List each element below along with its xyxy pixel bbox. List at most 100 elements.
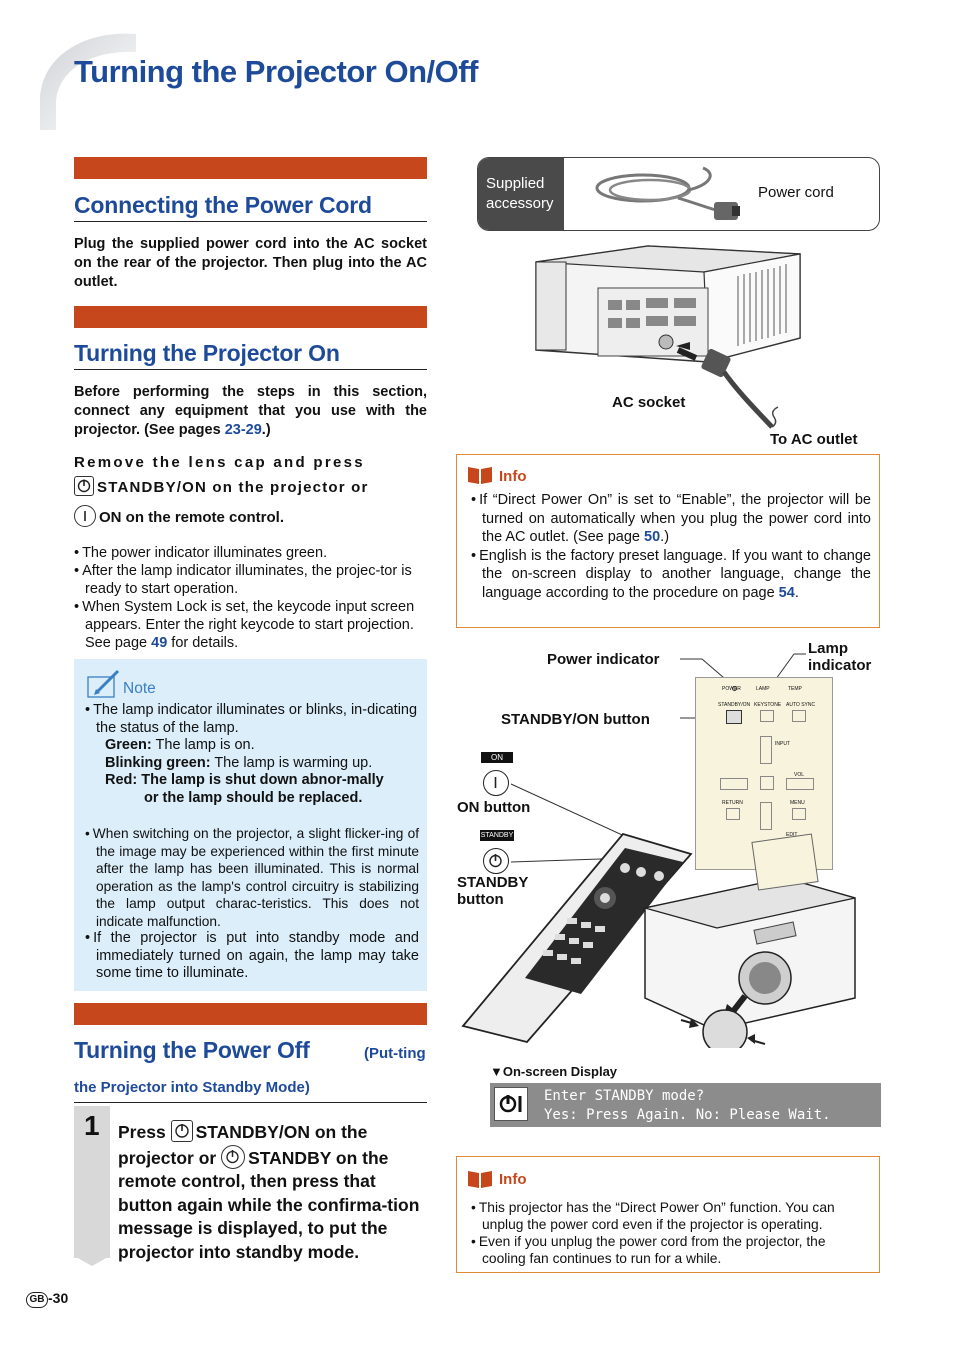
page-link-49[interactable]: 49: [151, 635, 168, 651]
info-title: Info: [499, 1171, 527, 1188]
standby-osd-icon: [494, 1087, 528, 1121]
list-item: If “Direct Power On” is set to “Enable”,…: [471, 491, 871, 547]
osd-message: Enter STANDBY mode? Yes: Press Again. No…: [544, 1087, 831, 1125]
power-off-step-text: Press STANDBY/ON on the projector or STA…: [118, 1120, 420, 1262]
heading-rule: [74, 369, 427, 370]
return-panel-button[interactable]: [726, 808, 740, 820]
power-off-heading: Turning the Power Off: [74, 1037, 310, 1063]
standby-button[interactable]: [483, 848, 509, 874]
step-line-1: Remove the lens cap and press: [74, 454, 365, 471]
on-button-label: ON button: [457, 799, 531, 816]
on-icon: [494, 777, 497, 788]
section-bar: [74, 306, 427, 328]
list-item: Even if you unplug the power cord from t…: [471, 1233, 873, 1267]
on-screen-display: Enter STANDBY mode? Yes: Press Again. No…: [490, 1083, 881, 1127]
info-1-bullets: If “Direct Power On” is set to “Enable”,…: [471, 491, 871, 602]
accessory-item: Power cord: [758, 184, 834, 201]
panel-label-lamp: LAMP: [756, 686, 770, 692]
panel-label-menu: MENU: [790, 800, 805, 806]
osd-line-1: Enter STANDBY mode?: [544, 1088, 705, 1104]
on-button-icon: [74, 505, 96, 527]
note-bullets-2: When switching on the projector, a sligh…: [85, 825, 419, 983]
panel-label-keystone: KEYSTONE: [754, 702, 782, 708]
step-line-3: ON on the remote control.: [74, 505, 427, 530]
remote-and-projector-illustration: [461, 783, 856, 1048]
standby-badge: STANDBY: [480, 830, 514, 841]
heading-rule: [74, 221, 427, 222]
panel-label-power: POWER: [722, 686, 741, 692]
enter-panel-button[interactable]: [760, 776, 774, 790]
info-title: Info: [499, 468, 527, 485]
step-box-tail: [74, 1256, 110, 1266]
book-icon: [468, 1171, 492, 1188]
info-box-1: Info If “Direct Power On” is set to “Ena…: [456, 454, 880, 628]
title-swoosh-decoration: [40, 33, 136, 130]
page-link-23-29[interactable]: 23-29: [224, 422, 262, 438]
on-badge: ON: [481, 752, 513, 763]
projector-rear-illustration: [535, 245, 801, 429]
standby-on-key-icon: [74, 476, 94, 496]
list-item: The lamp indicator illuminates or blinks…: [85, 702, 419, 737]
to-ac-outlet-label: To AC outlet: [770, 431, 858, 448]
heading-rule: [74, 1102, 427, 1103]
note-bullets: The lamp indicator illuminates or blinks…: [85, 702, 419, 737]
up-panel-button[interactable]: [760, 736, 772, 764]
turning-on-intro: Before performing the steps in this sect…: [74, 384, 427, 438]
list-item: After the lamp indicator illuminates, th…: [74, 562, 429, 598]
list-item: The power indicator illuminates green.: [74, 544, 429, 562]
standby-on-key-icon: [170, 1120, 193, 1142]
panel-label-input: INPUT: [775, 741, 790, 747]
auto-sync-panel-button[interactable]: [792, 710, 806, 722]
accessory-label: Supplied accessory: [478, 158, 564, 230]
standby-on-button-label: STANDBY/ON button: [501, 711, 650, 728]
power-off-subheading: (Put-ting the Projector into Standby Mod…: [74, 1045, 426, 1096]
list-item: When System Lock is set, the keycode inp…: [74, 598, 429, 652]
power-indicator-light: [732, 686, 737, 691]
power-off-heading-block: Turning the Power Off: [74, 1037, 427, 1064]
step-number-box: [74, 1106, 110, 1258]
standby-button-label: STANDBY button: [457, 874, 529, 908]
book-icon: [468, 467, 492, 484]
right-panel-button[interactable]: [786, 778, 814, 790]
standby-on-panel-button[interactable]: [726, 710, 742, 724]
info-2-bullets: This projector has the “Direct Power On”…: [471, 1199, 873, 1267]
osd-caption: ▼On-screen Display: [490, 1064, 618, 1079]
lamp-status-list: Green: The lamp is on. Blinking green: T…: [105, 737, 421, 807]
keystone-panel-button[interactable]: [760, 710, 774, 722]
list-item: If the projector is put into standby mod…: [85, 930, 419, 983]
on-button[interactable]: [483, 770, 509, 796]
osd-line-2: Yes: Press Again. No: Please Wait.: [544, 1107, 831, 1123]
panel-label-edit: EDIT: [786, 832, 798, 838]
page-link-50[interactable]: 50: [644, 529, 661, 545]
left-panel-button[interactable]: [720, 778, 748, 790]
lamp-indicator-label: Lamp indicator: [808, 640, 872, 674]
lamp-status-red: Red: The lamp is shut down abnor-mally o…: [105, 772, 384, 806]
standby-button-icon: [221, 1144, 246, 1169]
power-indicator-label: Power indicator: [547, 651, 660, 668]
down-panel-button[interactable]: [760, 802, 772, 830]
info-box-2: Info This projector has the “Direct Powe…: [456, 1156, 880, 1273]
supplied-accessory-box: Supplied accessory Power cord: [477, 157, 880, 231]
panel-label-temp: TEMP: [788, 686, 802, 692]
power-cord-illustration: [595, 166, 740, 220]
power-icon: [489, 854, 502, 868]
page-link-54[interactable]: 54: [778, 584, 795, 601]
step-number: 1: [84, 1110, 100, 1141]
panel-label-auto-sync: AUTO SYNC: [786, 702, 816, 708]
pencil-note-icon: [87, 669, 120, 698]
region-badge: GB: [26, 1292, 48, 1308]
step-line-2: STANDBY/ON on the projector or: [74, 476, 427, 500]
note-title: Note: [123, 680, 156, 697]
lamp-status-green: Green: The lamp is on.: [105, 737, 255, 753]
ac-socket-label: AC socket: [612, 394, 686, 411]
panel-label-return: RETURN: [722, 800, 743, 806]
section-bar: [74, 1003, 427, 1025]
turning-on-heading: Turning the Projector On: [74, 340, 340, 366]
menu-panel-button[interactable]: [792, 808, 806, 820]
list-item: When switching on the projector, a sligh…: [85, 825, 419, 930]
list-item: English is the factory preset language. …: [471, 547, 871, 603]
connecting-body: Plug the supplied power cord into the AC…: [74, 236, 427, 290]
turning-on-bullets: The power indicator illuminates green. A…: [74, 544, 429, 652]
lamp-status-blinking: Blinking green: The lamp is warming up.: [105, 754, 373, 771]
page-title: Turning the Projector On/Off: [74, 54, 478, 89]
